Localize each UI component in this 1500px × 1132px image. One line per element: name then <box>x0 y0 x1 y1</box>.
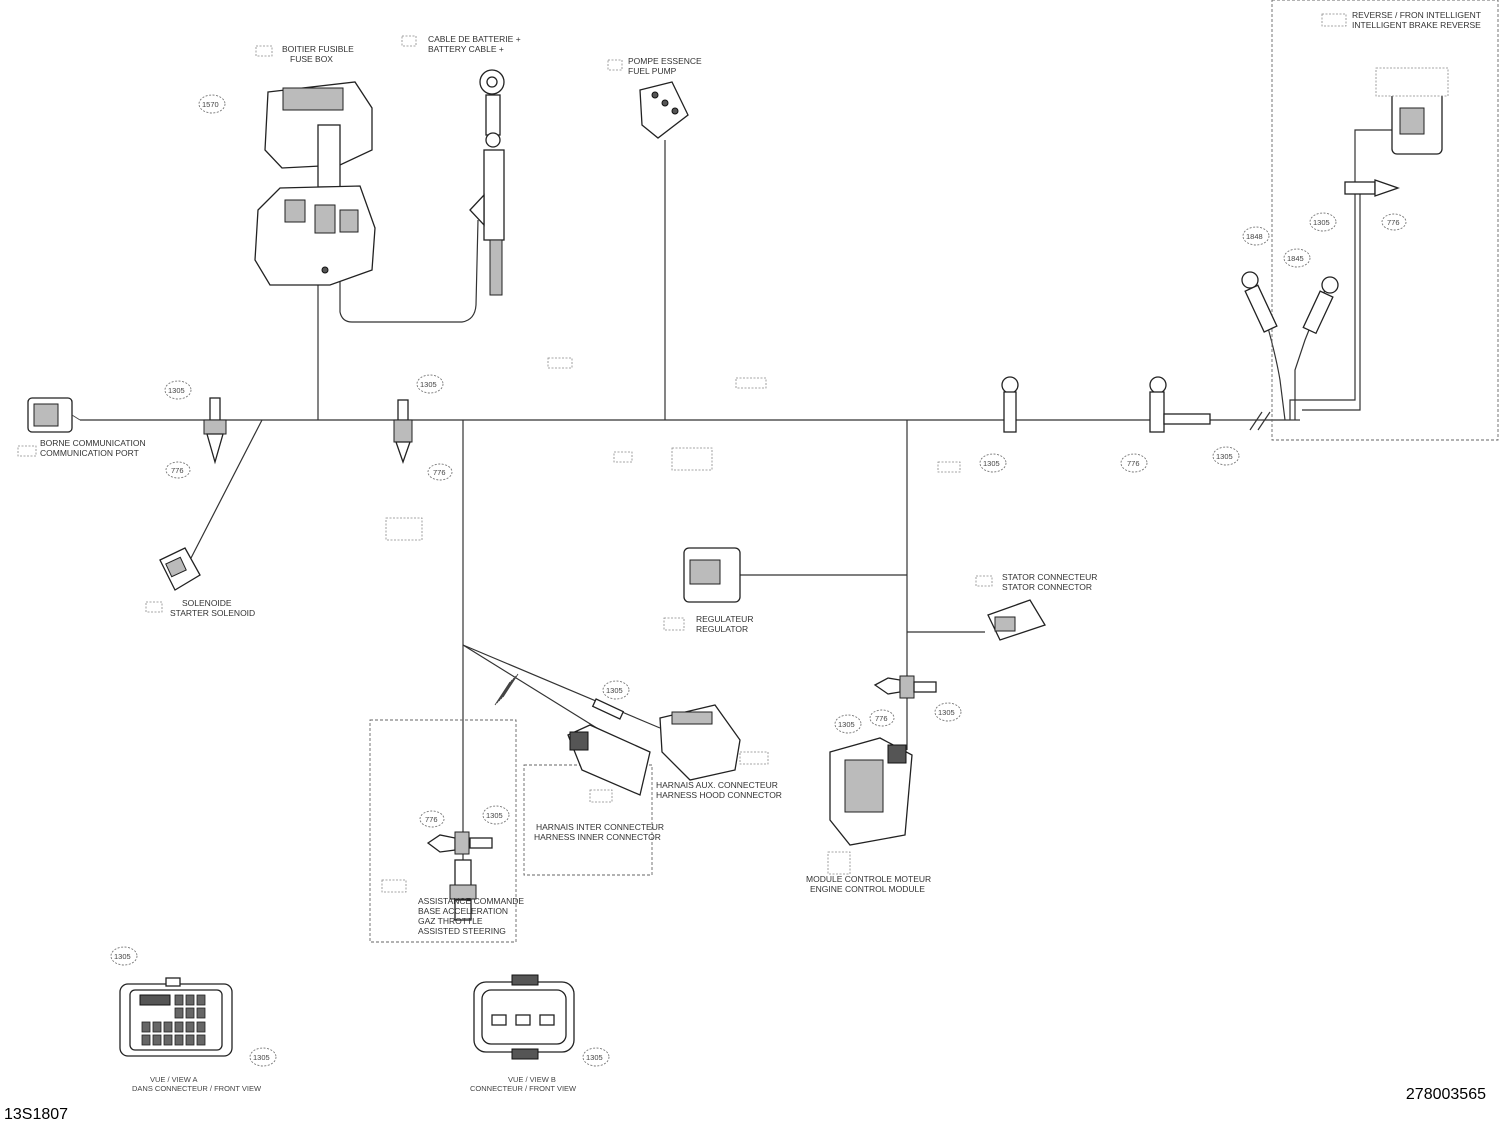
throttle-label-1: ASSISTANCE COMMANDE <box>418 896 524 906</box>
callout-number: 776 <box>425 815 438 824</box>
view-a-label-1: VUE / VIEW A <box>150 1075 198 1084</box>
diagram-code-left: 13S1807 <box>4 1106 69 1123</box>
ecm-fuse-icon <box>873 675 937 699</box>
reverse-module-label-1: REVERSE / FRON INTELLIGENT <box>1352 10 1481 20</box>
harness-hood-connector-icon <box>659 704 741 781</box>
connector-view-a-icon <box>119 977 233 1057</box>
fuel-pump-label-1: POMPE ESSENCE <box>628 56 702 66</box>
view-b-label-2: CONNECTEUR / FRONT VIEW <box>470 1084 577 1093</box>
ecm-connector-icon <box>829 737 913 846</box>
callout-number: 776 <box>1387 218 1400 227</box>
battery-cable-label-2: BATTERY CABLE + <box>428 44 504 54</box>
battery-cable-label-1: CABLE DE BATTERIE + <box>428 34 521 44</box>
callout-number: 1305 <box>114 952 131 961</box>
reverse-module-label-2: INTELLIGENT BRAKE REVERSE <box>1352 20 1481 30</box>
callout-bubbles <box>110 94 1407 1067</box>
harness-hood-label-2: HARNESS HOOD CONNECTOR <box>656 790 782 800</box>
spring-icon <box>494 673 519 706</box>
throttle-label-2: BASE ACCELERATION <box>418 906 508 916</box>
stator-connector-icon <box>987 599 1046 641</box>
throttle-label-3: GAZ THROTTLE <box>418 916 483 926</box>
callout-number: 1305 <box>983 459 1000 468</box>
fuse-plug-icon <box>393 399 413 464</box>
callout-number: 776 <box>875 714 888 723</box>
callout-number: 1848 <box>1246 232 1263 241</box>
ring-terminal-icon <box>1241 271 1278 333</box>
starter-solenoid-label-1: SOLENOIDE <box>182 598 232 608</box>
diag-port-label-2: COMMUNICATION PORT <box>40 448 139 458</box>
battery-cable-icon <box>469 69 505 296</box>
regulator-label-1: REGULATEUR <box>696 614 753 624</box>
sleeve-icon <box>591 698 625 720</box>
callout-number: 1570 <box>202 100 219 109</box>
throttle-zone <box>369 719 517 943</box>
harness-inner-label-1: HARNAIS INTER CONNECTEUR <box>536 822 664 832</box>
regulator-icon <box>683 547 741 603</box>
ecm-label-2: ENGINE CONTROL MODULE <box>810 884 925 894</box>
callout-number: 1305 <box>586 1053 603 1062</box>
starter-solenoid-label-2: STARTER SOLENOID <box>170 608 255 618</box>
reverse-module-connector-icon <box>1344 91 1443 197</box>
ring-terminal-icon <box>1001 376 1019 433</box>
callout-number: 1305 <box>606 686 623 695</box>
break-mark <box>1249 411 1271 431</box>
fuel-pump-label-2: FUEL PUMP <box>628 66 677 76</box>
reference-tags <box>17 13 1449 893</box>
view-b-label-1: VUE / VIEW B <box>508 1075 556 1084</box>
callout-number: 1305 <box>938 708 955 717</box>
starter-solenoid-connector-icon <box>159 547 201 591</box>
stator-label-2: STATOR CONNECTOR <box>1002 582 1092 592</box>
fuse-box-label-2: FUSE BOX <box>290 54 333 64</box>
diag-port-label-1: BORNE COMMUNICATION <box>40 438 146 448</box>
callout-number: 1305 <box>253 1053 270 1062</box>
ring-terminal-icon <box>1149 376 1211 433</box>
ring-terminal-icon <box>1302 276 1339 335</box>
stator-label-1: STATOR CONNECTEUR <box>1002 572 1097 582</box>
callout-number: 1305 <box>838 720 855 729</box>
callout-number: 776 <box>171 466 184 475</box>
throttle-label-4: ASSISTED STEERING <box>418 926 506 936</box>
regulator-label-2: REGULATOR <box>696 624 748 634</box>
ecm-label-1: MODULE CONTROLE MOTEUR <box>806 874 931 884</box>
callout-number: 1305 <box>486 811 503 820</box>
reverse-module-zone <box>1271 0 1499 441</box>
callout-number: 1305 <box>1313 218 1330 227</box>
fuel-pump-connector-icon <box>639 81 689 139</box>
diagnostic-port-icon <box>27 397 81 433</box>
harness-hood-label-1: HARNAIS AUX. CONNECTEUR <box>656 780 778 790</box>
view-a-label-2: DANS CONNECTEUR / FRONT VIEW <box>132 1084 262 1093</box>
callout-number: 1305 <box>1216 452 1233 461</box>
callout-number: 776 <box>1127 459 1140 468</box>
fuse-box-label-1: BOITIER FUSIBLE <box>282 44 354 54</box>
connector-view-b-icon <box>473 974 575 1060</box>
harness-inner-connector-icon <box>567 724 651 796</box>
harness-inner-zone <box>523 764 653 876</box>
harness-inner-label-2: HARNESS INNER CONNECTOR <box>534 832 661 842</box>
fuse-box-icon <box>254 81 376 286</box>
callout-number: 776 <box>433 468 446 477</box>
diagram-code-right: 278003565 <box>1405 1086 1486 1103</box>
callout-number: 1305 <box>168 386 185 395</box>
callout-number: 1845 <box>1287 254 1304 263</box>
fuse-plug-icon <box>203 397 227 465</box>
callout-number: 1305 <box>420 380 437 389</box>
throttle-sensor-icon <box>426 831 493 921</box>
